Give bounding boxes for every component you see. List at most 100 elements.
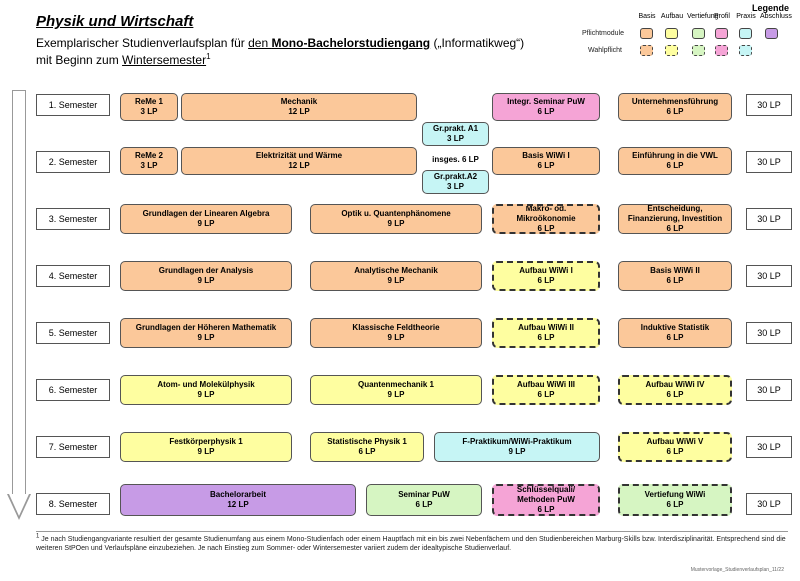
legend-swatch-wahl-basis bbox=[640, 45, 653, 56]
semester-lp-total-3: 30 LP bbox=[746, 208, 792, 230]
module-lp: 9 LP bbox=[197, 333, 215, 342]
module-lp: 9 LP bbox=[387, 219, 405, 228]
module-lp: 6 LP bbox=[666, 107, 684, 116]
module-name: ReMe 1 bbox=[134, 97, 163, 106]
module-name: Aufbau WiWi IV bbox=[645, 380, 705, 389]
subtitle-text: Exemplarischer Studienverlaufsplan für bbox=[36, 36, 249, 50]
module-lp: 9 LP bbox=[197, 276, 215, 285]
module-lp: 6 LP bbox=[666, 161, 684, 170]
module-lp: 3 LP bbox=[447, 182, 464, 191]
semester-label-6: 6. Semester bbox=[36, 379, 110, 401]
legend-swatch-wahl-praxis bbox=[739, 45, 752, 56]
semester-label-2: 2. Semester bbox=[36, 151, 110, 173]
legend-row-pflicht: Pflichtmodule bbox=[582, 30, 625, 37]
subtitle-degree: Mono-Bachelorstudiengang bbox=[271, 36, 431, 50]
semester-label-7: 7. Semester bbox=[36, 436, 110, 458]
module-lp: 6 LP bbox=[415, 500, 433, 509]
legend-col-basis: Basis bbox=[638, 13, 656, 20]
module-name: Aufbau WiWi II bbox=[518, 323, 574, 332]
module-name: Induktive Statistik bbox=[640, 323, 710, 332]
semester-lp-total-6: 30 LP bbox=[746, 379, 792, 401]
module-lp: 9 LP bbox=[387, 390, 405, 399]
module-name: Grundlagen der Höheren Mathematik bbox=[135, 323, 277, 332]
module-lp: 9 LP bbox=[508, 447, 526, 456]
module-lp: 6 LP bbox=[666, 500, 684, 509]
module-lp: 12 LP bbox=[288, 107, 310, 116]
legend-row-wahl: Wahlpflicht bbox=[588, 47, 622, 54]
semester-lp-total-8: 30 LP bbox=[746, 493, 792, 515]
module-name: Unternehmensführung bbox=[631, 97, 719, 106]
module-lp: 6 LP bbox=[666, 276, 684, 285]
module-name: Gr.prakt. A1 bbox=[432, 124, 479, 133]
module-lp: 6 LP bbox=[537, 505, 555, 514]
module-name: Entscheidung, Finanzierung, Investition bbox=[627, 204, 723, 223]
module-lp: 6 LP bbox=[666, 447, 684, 456]
module-name: Aufbau WiWi III bbox=[516, 380, 576, 389]
subtitle-start: mit Beginn zum bbox=[36, 53, 123, 67]
module-lp: 3 LP bbox=[140, 161, 158, 170]
legend-swatch-wahl-aufbau bbox=[665, 45, 678, 56]
legend-col-vertiefung: Vertiefung bbox=[687, 13, 719, 20]
module-lp: 6 LP bbox=[537, 390, 555, 399]
module-lp: 3 LP bbox=[140, 107, 158, 116]
legend-swatch-pflicht-profil bbox=[715, 28, 728, 39]
module-lp: 9 LP bbox=[197, 390, 215, 399]
semester-label-3: 3. Semester bbox=[36, 208, 110, 230]
module-lp: 6 LP bbox=[358, 447, 376, 456]
semester-lp-total-2: 30 LP bbox=[746, 151, 792, 173]
module-name: ReMe 2 bbox=[134, 151, 163, 160]
module-lp: 12 LP bbox=[227, 500, 249, 509]
module-lp: 9 LP bbox=[197, 447, 215, 456]
semester-lp-total-5: 30 LP bbox=[746, 322, 792, 344]
module-name: F-Praktikum/WiWi-Praktikum bbox=[462, 437, 572, 446]
semester-lp-total-4: 30 LP bbox=[746, 265, 792, 287]
semester-label-4: 4. Semester bbox=[36, 265, 110, 287]
semester-lp-total-7: 30 LP bbox=[746, 436, 792, 458]
subtitle-variant: („Informatikweg“) bbox=[430, 36, 525, 50]
page-title: Physik und Wirtschaft bbox=[36, 13, 194, 30]
semester-label-8: 8. Semester bbox=[36, 493, 110, 515]
insges-label: insges. 6 LP bbox=[422, 148, 489, 170]
legend-swatch-pflicht-abschluss bbox=[765, 28, 778, 39]
semester-label-1: 1. Semester bbox=[36, 94, 110, 116]
module-name: Basis WiWi II bbox=[650, 266, 700, 275]
footnote-marker: 1 bbox=[206, 52, 211, 61]
module-name: Grundlagen der Linearen Algebra bbox=[142, 209, 270, 218]
divider bbox=[36, 531, 788, 532]
module-lp: 3 LP bbox=[447, 134, 464, 143]
semester-lp-total-1: 30 LP bbox=[746, 94, 792, 116]
module-name: Festkörperphysik 1 bbox=[169, 437, 243, 446]
module-lp: 6 LP bbox=[666, 390, 684, 399]
module-name: Statistische Physik 1 bbox=[327, 437, 407, 446]
module-name: Basis WiWi I bbox=[522, 151, 570, 160]
legend-col-aufbau: Aufbau bbox=[660, 13, 684, 20]
template-note: Mustervorlage_Studienverlaufsplan_11/22 bbox=[690, 567, 784, 573]
module-name: Bachelorarbeit bbox=[209, 490, 267, 499]
module-name: Atom- und Molekülphysik bbox=[157, 380, 255, 389]
module-lp: 12 LP bbox=[288, 161, 310, 170]
module-name: Aufbau WiWi V bbox=[646, 437, 704, 446]
